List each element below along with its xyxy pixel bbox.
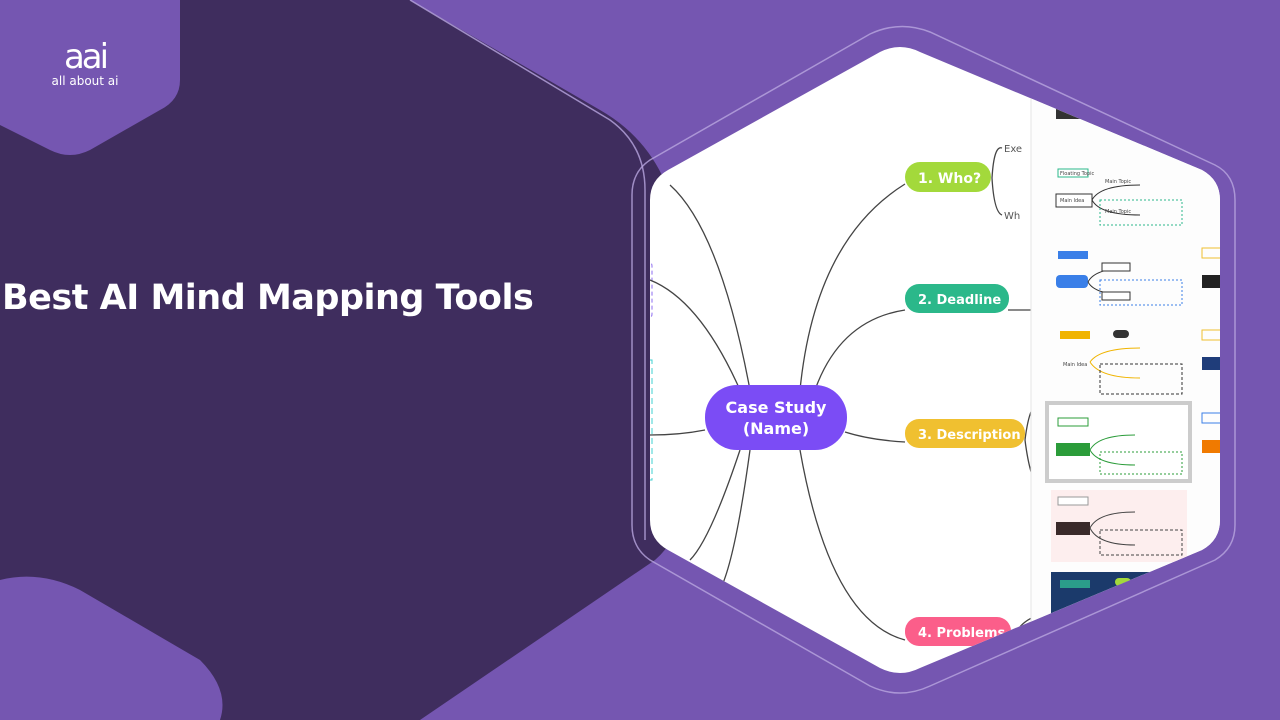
branch-description[interactable] xyxy=(905,419,1025,448)
brand-logo: aai all about ai xyxy=(40,40,130,88)
dark-panel xyxy=(0,0,683,720)
branch-deadline-label[interactable]: 2. Deadline xyxy=(918,293,1001,308)
template-thumb[interactable] xyxy=(1056,247,1222,306)
branch-deadline[interactable] xyxy=(905,284,1009,313)
logo-mark: aai xyxy=(63,37,109,77)
template-thumb[interactable] xyxy=(1051,490,1187,562)
thumb-label: Main Topic xyxy=(1105,179,1131,185)
mindmap-screenshot: Case Study (Name) 1. Who? 2. Deadline 3.… xyxy=(650,47,1222,673)
center-node[interactable] xyxy=(705,385,847,450)
branch-problems-label[interactable]: 4. Problems xyxy=(918,626,1006,641)
hex-outline xyxy=(631,25,1236,694)
thumb-label: Floating Topic xyxy=(1060,171,1094,177)
template-thumb[interactable]: Floating Topic Main Idea Main Topic Main… xyxy=(1055,168,1183,226)
thumb-label: Main Idea xyxy=(1063,362,1087,368)
branch-problems[interactable] xyxy=(905,617,1011,646)
bottom-blob xyxy=(0,576,223,720)
branch-who-label[interactable]: 1. Who? xyxy=(918,171,981,187)
template-thumb[interactable]: Main Idea xyxy=(1060,329,1222,395)
branch-description-label[interactable]: 3. Description xyxy=(918,428,1021,443)
thumb-label: Main Idea xyxy=(1060,198,1084,204)
headline: Best AI Mind Mapping Tools xyxy=(2,278,534,318)
outline-line xyxy=(409,0,646,540)
template-thumb-selected[interactable] xyxy=(1045,401,1222,483)
center-node-line1[interactable]: Case Study xyxy=(726,398,828,417)
logo-text: all about ai xyxy=(51,74,119,88)
branch-who[interactable] xyxy=(905,162,991,192)
logo-tab xyxy=(0,0,180,155)
center-node-line2[interactable]: (Name) xyxy=(743,419,809,438)
sub-label: Exe xyxy=(1004,144,1022,155)
thumb-label: Main Topic xyxy=(1105,209,1131,215)
sub-label: Wh xyxy=(1004,211,1020,222)
